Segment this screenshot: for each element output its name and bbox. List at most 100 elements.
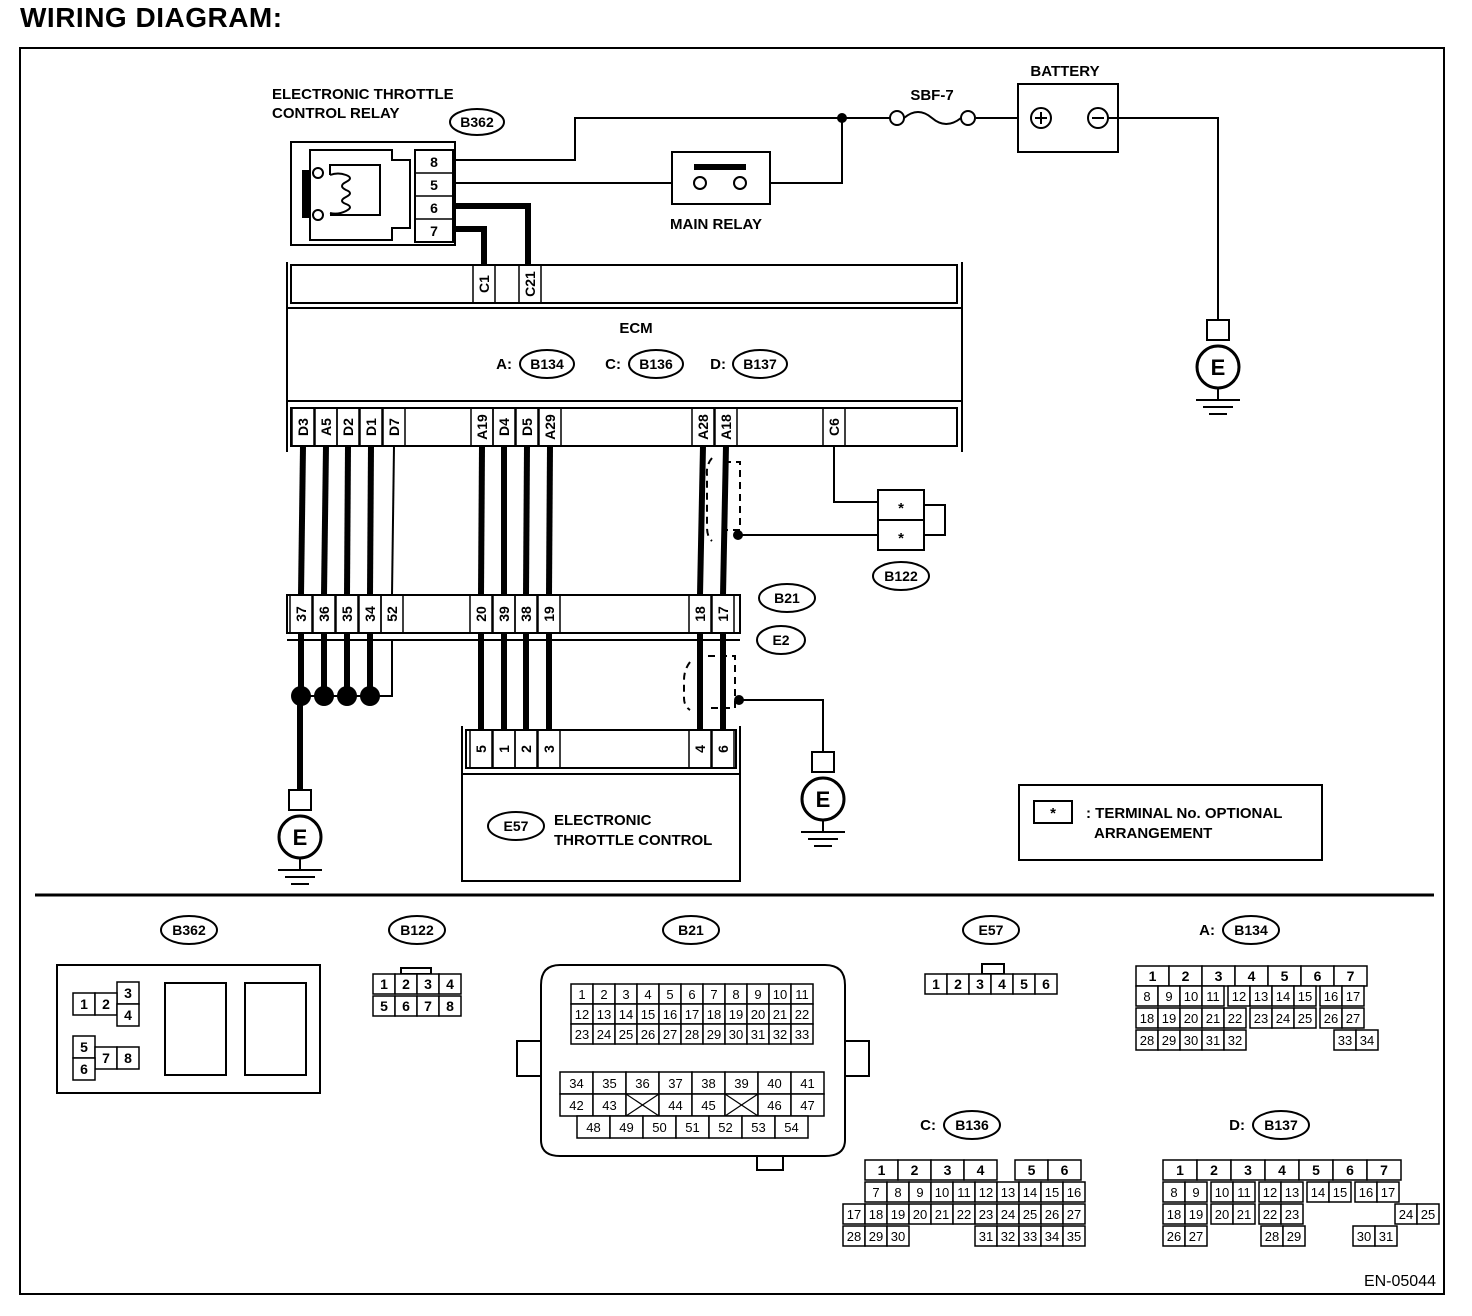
pin-cell: 4 [1264, 1159, 1300, 1181]
svg-text:51: 51 [685, 1120, 699, 1135]
svg-text:15: 15 [641, 1007, 655, 1022]
ecm-pin: A18 [718, 414, 734, 440]
svg-text:34: 34 [1360, 1033, 1374, 1048]
b122-pin: * [898, 500, 904, 517]
pin-cell: 26 [1040, 1203, 1064, 1225]
b122-component: * * B122 [872, 489, 946, 591]
svg-text:4: 4 [998, 976, 1006, 992]
svg-text:1: 1 [80, 996, 88, 1012]
svg-text:17: 17 [685, 1007, 699, 1022]
et-relay-pin: 6 [430, 200, 438, 216]
svg-text:39: 39 [734, 1076, 748, 1091]
pin-cell: 10 [1179, 985, 1203, 1007]
svg-text:36: 36 [635, 1076, 649, 1091]
svg-text:21: 21 [935, 1207, 949, 1222]
pin-cell: 20 [908, 1203, 932, 1225]
harness-wire [478, 445, 485, 596]
pin-cell: 10 [930, 1181, 954, 1203]
pin-cell: 6 [1034, 973, 1058, 995]
pin-cell: 8 [1135, 985, 1159, 1007]
pin-cell: 12 [1258, 1181, 1282, 1203]
pin-cell: 28 [1135, 1029, 1159, 1051]
pin-cell: 14 [1271, 985, 1295, 1007]
et-relay-connector-oval [449, 108, 505, 136]
svg-text:23: 23 [979, 1207, 993, 1222]
svg-text:8: 8 [1170, 1185, 1177, 1200]
pin-cell: 3 [614, 983, 638, 1005]
pin-cell: 39 [724, 1071, 759, 1095]
svg-text:7: 7 [424, 998, 432, 1014]
svg-text:27: 27 [1067, 1207, 1081, 1222]
ecm-pin: D3 [295, 418, 311, 436]
pin-cell: 21 [1232, 1203, 1256, 1225]
svg-text:16: 16 [1067, 1185, 1081, 1200]
svg-text:19: 19 [1162, 1011, 1176, 1026]
svg-text:B122: B122 [400, 922, 434, 938]
svg-text:C:: C: [920, 1117, 936, 1134]
svg-text:17: 17 [1346, 989, 1360, 1004]
harness-wire [298, 445, 306, 596]
svg-text:6: 6 [1314, 968, 1322, 984]
pin-cell: 3 [1201, 965, 1236, 987]
svg-text:B137: B137 [1264, 1117, 1298, 1133]
svg-text:4: 4 [977, 1162, 985, 1178]
svg-text:23: 23 [1254, 1011, 1268, 1026]
svg-text:18: 18 [1140, 1011, 1154, 1026]
pin-cell: 9 [1157, 985, 1181, 1007]
pin-cell: 1 [924, 973, 948, 995]
pin-cell: 14 [1306, 1181, 1330, 1203]
pin-cell: 20 [1210, 1203, 1234, 1225]
svg-text:41: 41 [800, 1076, 814, 1091]
svg-text:31: 31 [1206, 1033, 1220, 1048]
svg-text:6: 6 [1061, 1162, 1069, 1178]
svg-text:5: 5 [1020, 976, 1028, 992]
pin-cell: 22 [790, 1003, 814, 1025]
legend-text-1: : TERMINAL No. OPTIONAL [1086, 805, 1282, 822]
pin-cell: 12 [1227, 985, 1251, 1007]
svg-text:E57: E57 [979, 922, 1004, 938]
svg-text:14: 14 [1311, 1185, 1325, 1200]
svg-text:4: 4 [446, 976, 454, 992]
pin-cell: 46 [757, 1093, 792, 1117]
ecm-pin: D2 [340, 418, 356, 436]
svg-text:B21: B21 [678, 922, 704, 938]
svg-text:12: 12 [1263, 1185, 1277, 1200]
svg-text:9: 9 [754, 987, 761, 1002]
pin-cell: 9 [1184, 1181, 1208, 1203]
svg-text:26: 26 [1324, 1011, 1338, 1026]
svg-text:15: 15 [1045, 1185, 1059, 1200]
pin-cell: 38 [691, 1071, 726, 1095]
svg-text:43: 43 [602, 1098, 616, 1113]
pin-cell: 2 [946, 973, 970, 995]
pin-cell: 23 [1280, 1203, 1304, 1225]
pin-cell: 1 [1162, 1159, 1198, 1181]
connector-view-id: B21 [662, 915, 720, 945]
pin-cell: 1 [864, 1159, 899, 1181]
et-relay-pin: 7 [430, 223, 438, 239]
pin-cell: 26 [636, 1023, 660, 1045]
joint-pin: 18 [692, 606, 708, 622]
svg-text:18: 18 [869, 1207, 883, 1222]
pin-cell: 5 [658, 983, 682, 1005]
joint-pin: 37 [293, 606, 309, 622]
pin-cell: 7 [864, 1181, 888, 1203]
ecm-pin: A28 [695, 414, 711, 440]
svg-text:17: 17 [1381, 1185, 1395, 1200]
pin-cell: 18 [1135, 1007, 1159, 1029]
pin-cell: 8 [438, 995, 462, 1017]
pin-cell: 34 [1355, 1029, 1379, 1051]
pin-cell: 16 [1062, 1181, 1086, 1203]
svg-text:13: 13 [1285, 1185, 1299, 1200]
pin-cell: 13 [1249, 985, 1273, 1007]
svg-text:30: 30 [1184, 1033, 1198, 1048]
ecm-pin: C1 [476, 275, 492, 293]
battery-label: BATTERY [1030, 63, 1099, 80]
legend-symbol: * [1050, 805, 1056, 822]
pin-cell: 19 [1184, 1203, 1208, 1225]
pin-cell: 48 [576, 1115, 611, 1139]
pin-cell [724, 1093, 759, 1117]
b122-connector-id: B122 [884, 568, 918, 584]
pin-cell: 28 [1260, 1225, 1284, 1247]
